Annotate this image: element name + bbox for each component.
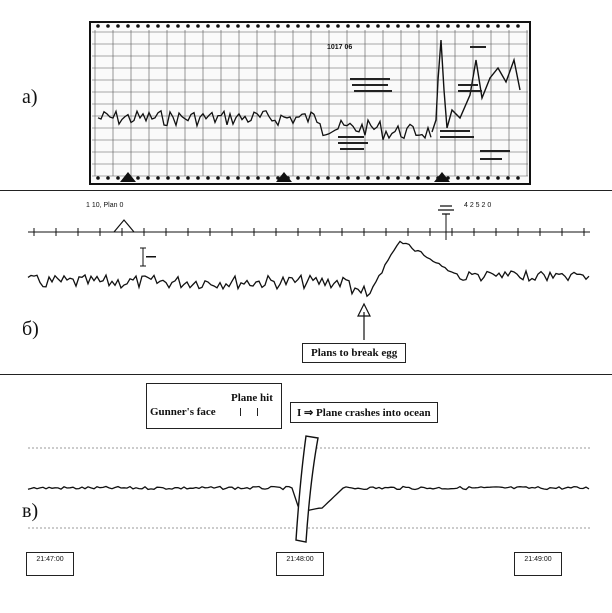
time-label-2: 21:48:00 xyxy=(276,552,324,576)
panel-a-label: а) xyxy=(22,86,38,108)
panel-c-label: в) xyxy=(22,500,39,522)
panel-a-chart-code: 1017 06 xyxy=(327,44,353,51)
panel-b-header-left: 1 10, Plan 0 xyxy=(86,202,124,209)
annotation-plane-crashes-box: I ⇒ Plane crashes into ocean xyxy=(290,402,438,423)
time-label-1: 21:47:00 xyxy=(26,552,74,576)
time-label-1-text: 21:47:00 xyxy=(36,556,64,563)
annotation-plane-hit: Plane hit xyxy=(231,392,273,404)
panel-b-label: б) xyxy=(22,318,39,340)
plane-hit-tick xyxy=(257,408,258,416)
time-label-3: 21:49:00 xyxy=(514,552,562,576)
divider-b-c xyxy=(0,374,612,375)
divider-a-b xyxy=(0,190,612,191)
annotation-gunner-face: Gunner's face xyxy=(150,406,216,418)
gunner-face-tick xyxy=(240,408,241,416)
plane-crash-tick: I ⇒ xyxy=(297,407,316,419)
annotation-plane-crashes: Plane crashes into ocean xyxy=(316,407,431,419)
annotation-gunner-face-box: Plane hit Gunner's face xyxy=(146,383,282,429)
panel-b-header-right: 4 2 5 2 0 xyxy=(464,202,492,209)
annotation-plans-to-break-egg: Plans to break egg xyxy=(302,343,407,363)
time-label-2-text: 21:48:00 xyxy=(286,556,314,563)
time-label-3-text: 21:49:00 xyxy=(524,556,552,563)
